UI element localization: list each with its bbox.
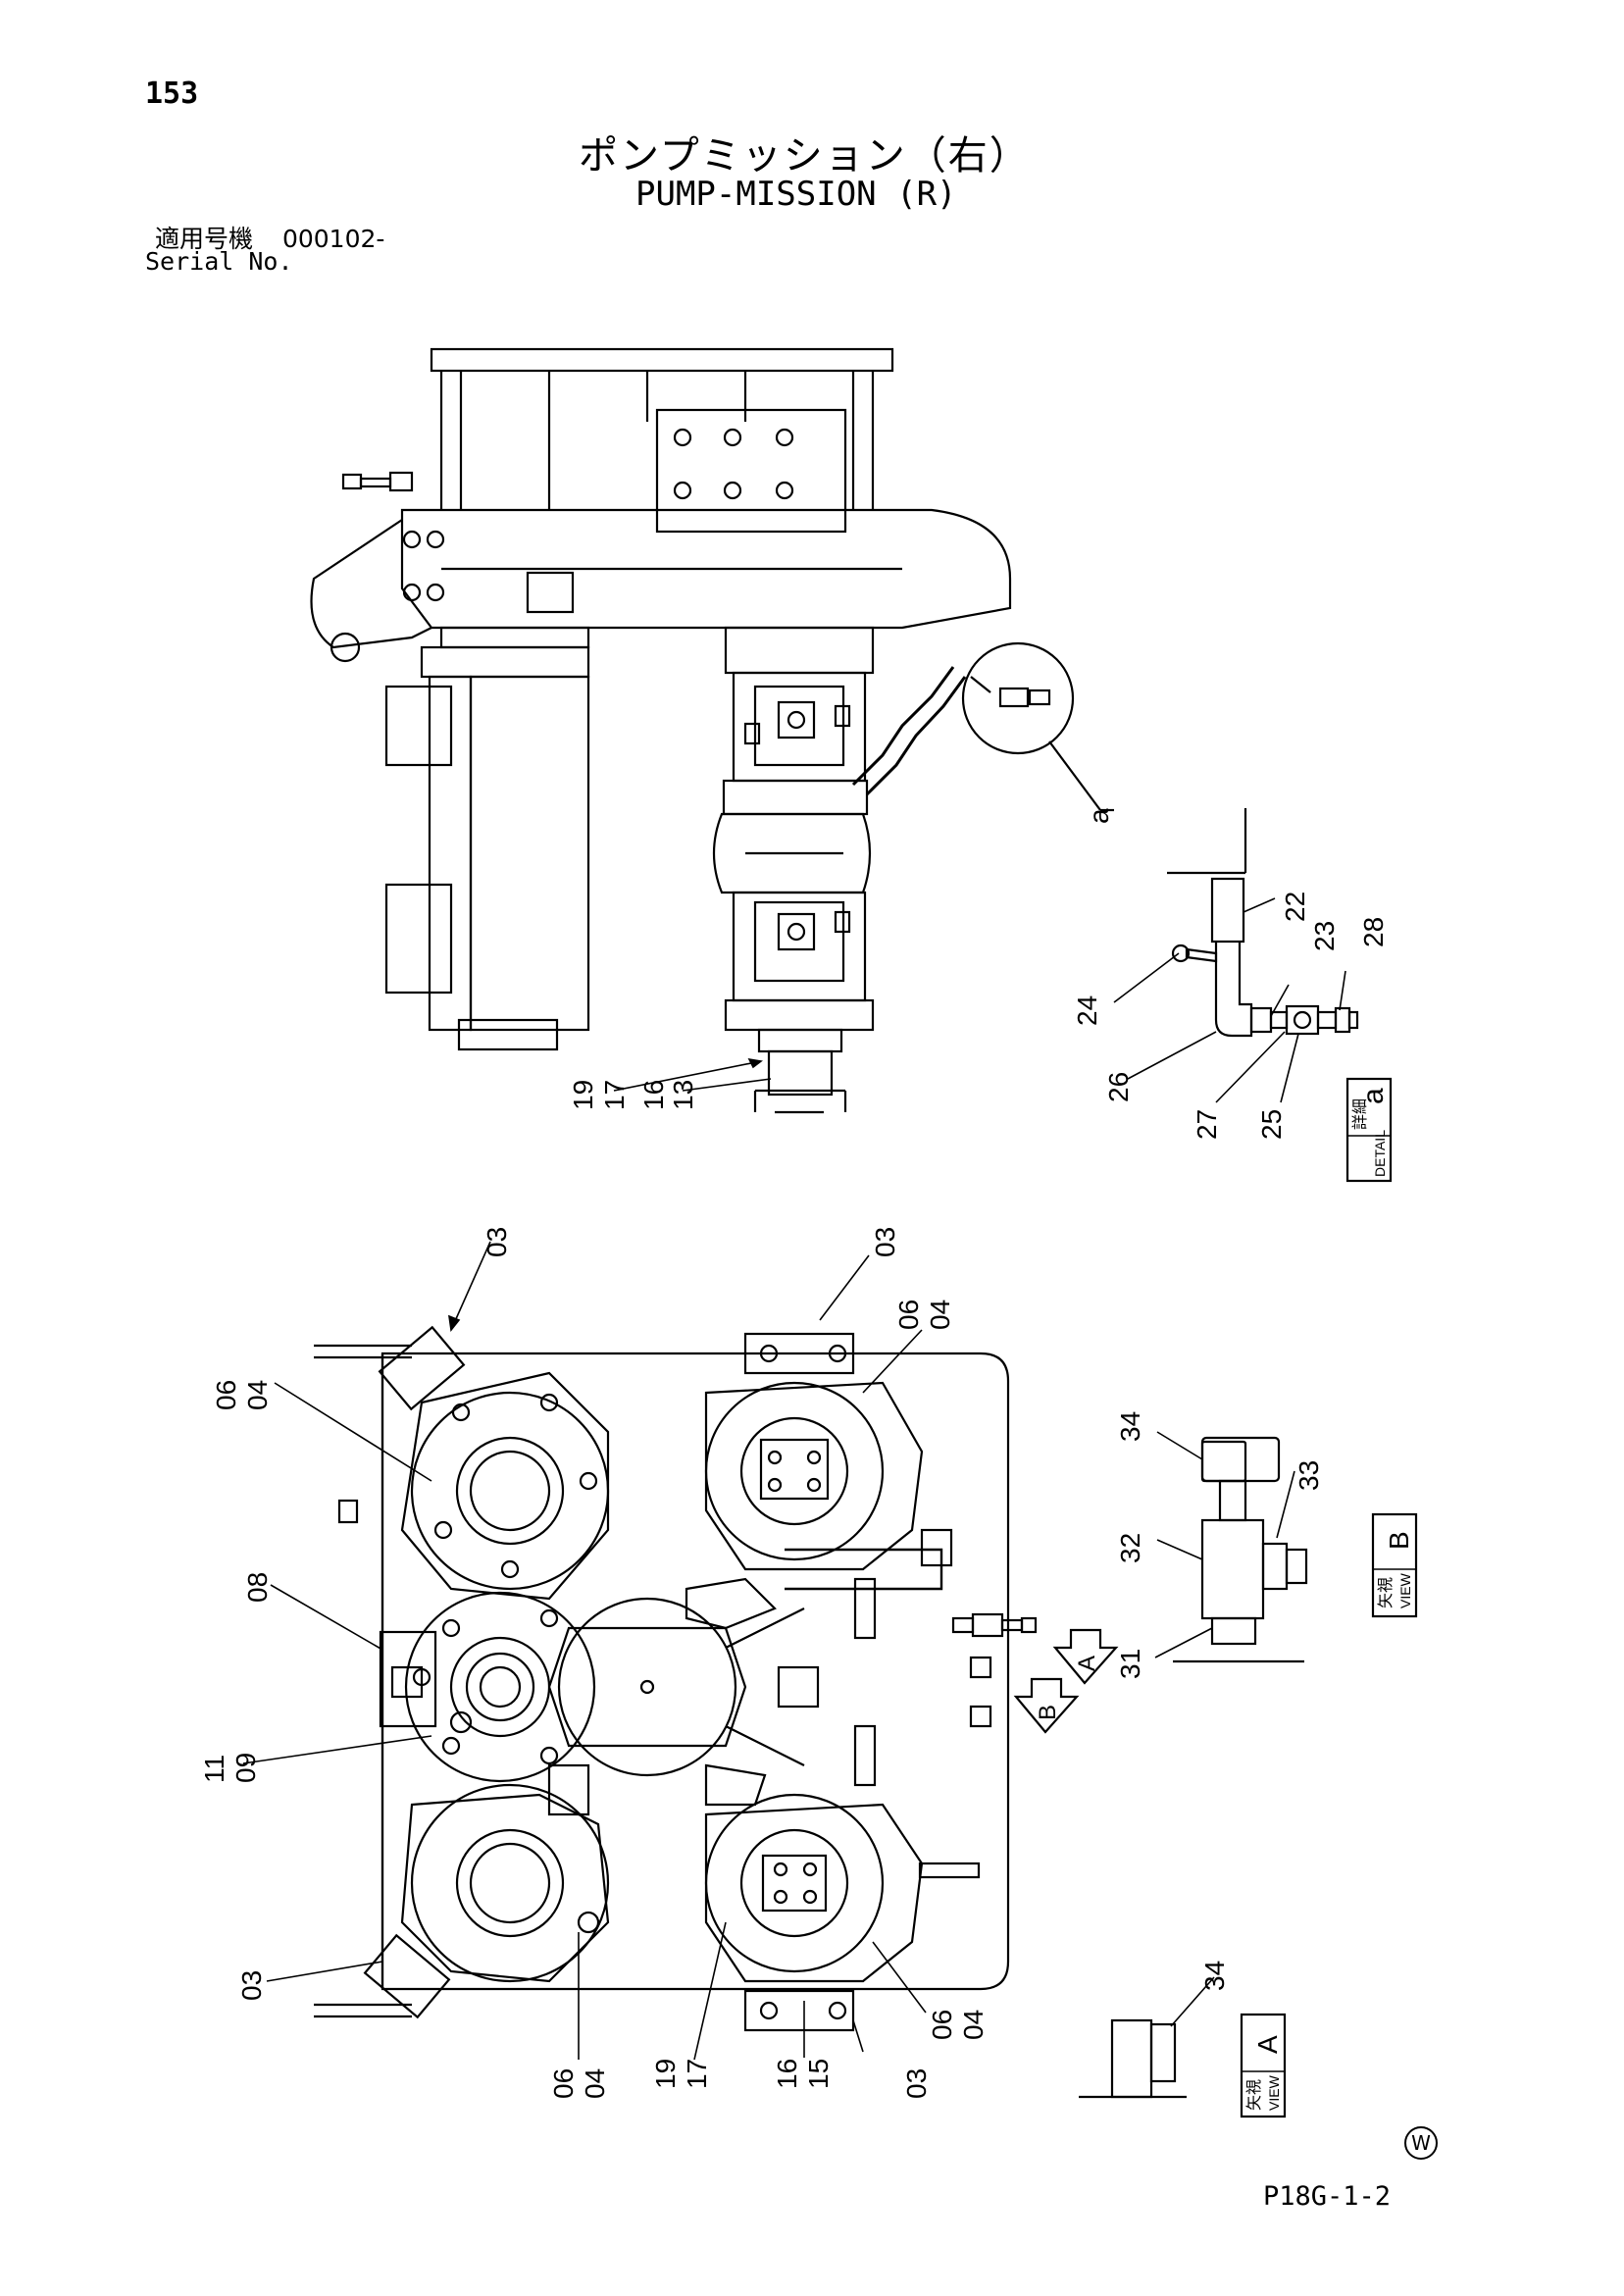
- callout-19-top: 19: [568, 1080, 598, 1110]
- side-view-assembly: [310, 347, 1114, 1114]
- view-b-jp: 矢視: [1377, 1577, 1395, 1608]
- callout-06-left: 06: [211, 1380, 241, 1410]
- callout-06-bottom: 06: [548, 2068, 579, 2099]
- callout-03-top-right: 03: [870, 1227, 900, 1257]
- title-japanese: ポンプミッション（右）: [579, 133, 1031, 179]
- detail-a-frame: [1345, 1077, 1393, 1183]
- view-b-assembly: [1173, 1436, 1308, 1663]
- callout-06-bottom-right: 06: [927, 2010, 957, 2040]
- view-b-en: VIEW: [1397, 1572, 1413, 1608]
- plan-leaders: [242, 1241, 927, 2061]
- callout-04-left: 04: [242, 1380, 273, 1410]
- arrow-b-letter: B: [1035, 1705, 1061, 1720]
- callout-03-top-left: 03: [482, 1227, 512, 1257]
- callout-04-bottom: 04: [580, 2068, 610, 2099]
- view-a-jp: 矢視: [1245, 2079, 1263, 2111]
- view-a-assembly: [1079, 2018, 1187, 2099]
- callout-34-view-b: 34: [1115, 1411, 1145, 1442]
- detail-a-jp: 詳細: [1351, 1098, 1369, 1130]
- detail-a-assembly: [1167, 808, 1359, 1038]
- callout-16-top: 16: [638, 1080, 669, 1110]
- page-number: 153: [145, 77, 199, 111]
- callout-15-bottom: 15: [803, 2059, 834, 2089]
- callout-23: 23: [1309, 921, 1340, 951]
- view-a-letter: A: [1252, 2035, 1283, 2054]
- view-arrow-a: [1052, 1628, 1119, 1685]
- callout-08: 08: [242, 1572, 273, 1603]
- view-a-en: VIEW: [1266, 2074, 1282, 2111]
- serial-label-english: Serial No.: [145, 247, 293, 276]
- detail-a-leaders: [1113, 897, 1346, 1103]
- callout-03-bottom-right: 03: [901, 2068, 932, 2099]
- detail-a-en: DETAIL: [1372, 1130, 1388, 1177]
- callout-06-right: 06: [893, 1300, 924, 1330]
- callout-31: 31: [1115, 1649, 1145, 1679]
- callout-09: 09: [230, 1753, 261, 1783]
- drawing-code: P18G-1-2: [1263, 2181, 1392, 2212]
- callout-04-bottom-right: 04: [958, 2010, 989, 2040]
- callout-28: 28: [1358, 917, 1389, 947]
- view-a-leader: [1170, 1976, 1215, 2027]
- serial-value: 000102-: [281, 225, 385, 253]
- view-b-frame: [1371, 1512, 1418, 1618]
- serial-label: 適用号機 000102-: [155, 220, 384, 255]
- callout-22: 22: [1280, 892, 1310, 922]
- callout-a-circle: a: [1084, 808, 1114, 824]
- arrow-a-letter: A: [1074, 1656, 1100, 1671]
- plan-view-assembly: [314, 1325, 1038, 2032]
- callout-32: 32: [1115, 1533, 1145, 1563]
- callout-17-top: 17: [599, 1080, 630, 1110]
- watermark-w: W: [1404, 2126, 1438, 2160]
- callout-11: 11: [199, 1755, 229, 1783]
- callout-24: 24: [1072, 995, 1102, 1026]
- detail-a-letter: a: [1357, 1088, 1390, 1104]
- callout-25: 25: [1256, 1109, 1287, 1140]
- callout-04-right: 04: [925, 1300, 955, 1330]
- top-leaders: [613, 1057, 772, 1092]
- callout-17-bottom: 17: [682, 2059, 712, 2089]
- view-arrow-b: [1013, 1677, 1080, 1734]
- callout-13-top: 13: [668, 1080, 698, 1110]
- callout-33: 33: [1294, 1460, 1324, 1491]
- callout-19-bottom: 19: [650, 2059, 681, 2089]
- callout-27: 27: [1192, 1109, 1222, 1140]
- callout-34-view-a: 34: [1199, 1961, 1230, 1991]
- view-b-leaders: [1154, 1431, 1295, 1658]
- serial-label-jp: 適用号機: [155, 225, 254, 253]
- view-b-letter: B: [1384, 1531, 1414, 1550]
- callout-03-bottom-left: 03: [236, 1970, 267, 2001]
- title-english: PUMP-MISSION (R): [635, 175, 957, 214]
- callout-26: 26: [1103, 1072, 1134, 1102]
- callout-16-bottom: 16: [772, 2059, 802, 2089]
- view-a-frame: [1240, 2013, 1287, 2118]
